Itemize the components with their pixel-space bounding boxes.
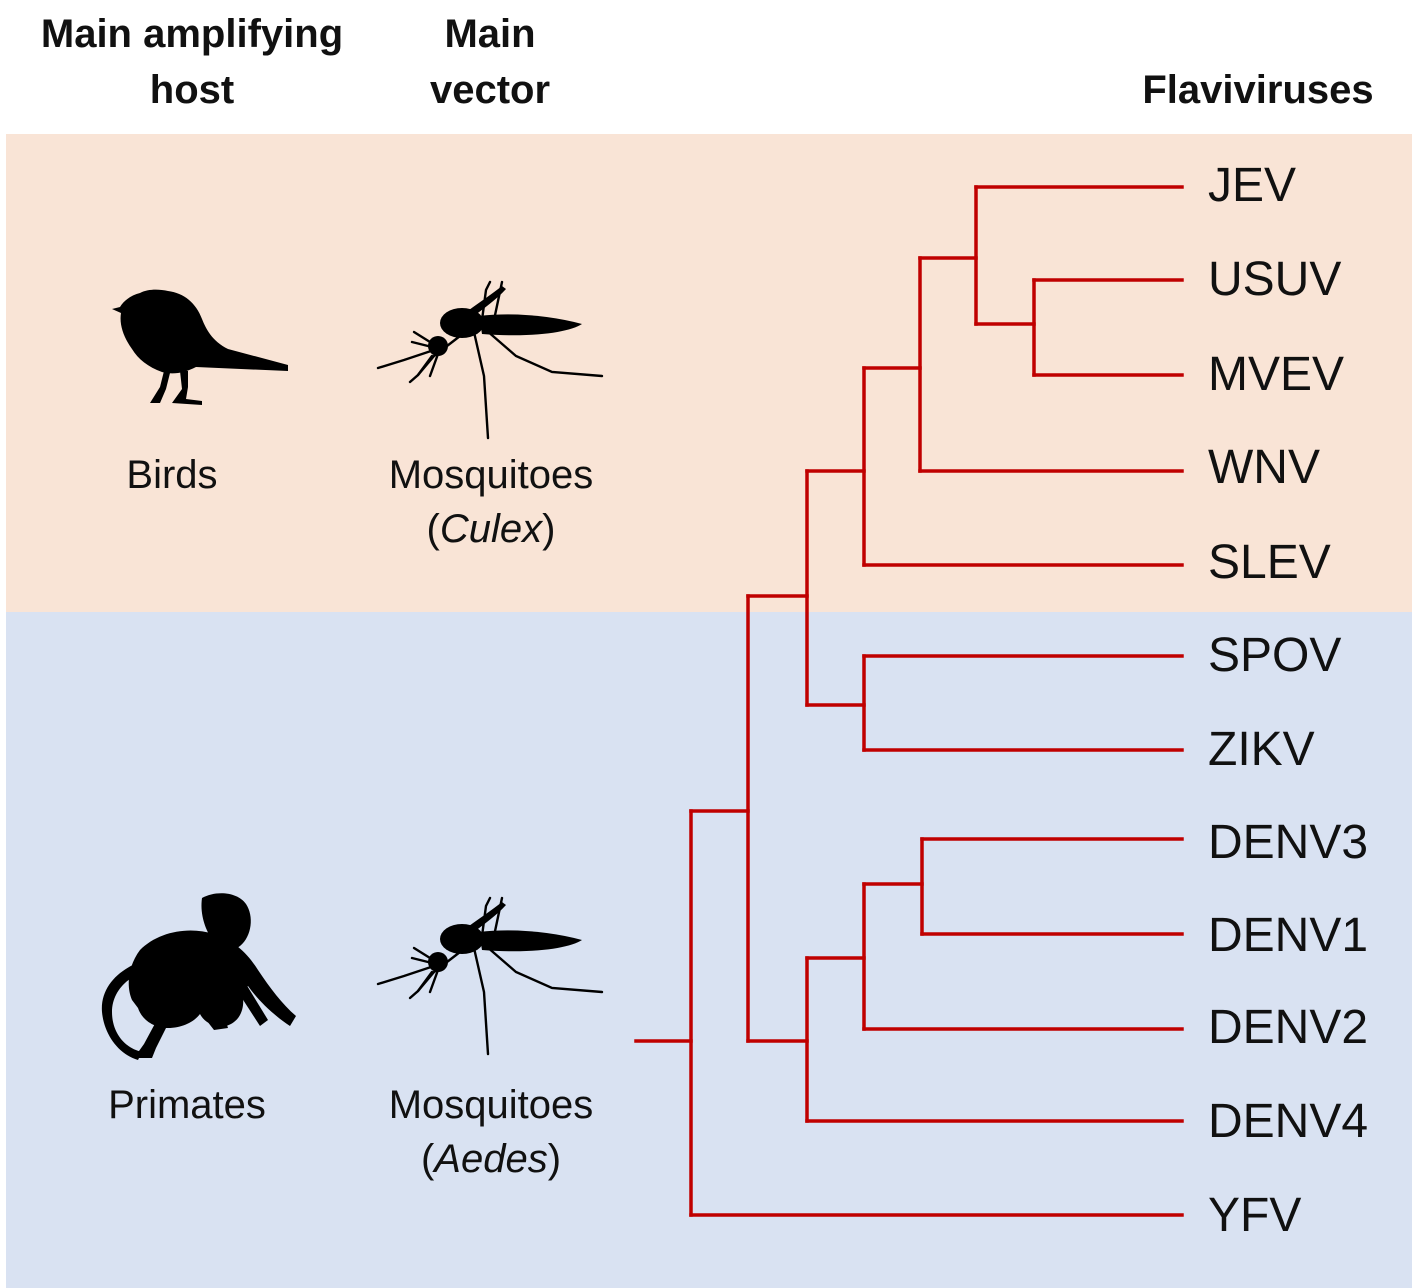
host-label-birds: Birds bbox=[126, 453, 218, 497]
culex-group-background bbox=[6, 134, 1412, 612]
vector-genus-aedes: Aedes bbox=[434, 1137, 548, 1181]
tip-label-denv1: DENV1 bbox=[1208, 909, 1369, 962]
mosquito-silhouette-icon bbox=[376, 280, 604, 440]
tip-label-usuv: USUV bbox=[1208, 253, 1342, 306]
vector-column-header: Main vector bbox=[400, 6, 580, 118]
tip-label-slev: SLEV bbox=[1208, 536, 1331, 589]
vector-header-line-1: Main bbox=[444, 12, 536, 56]
vector-header-line-2: vector bbox=[429, 68, 551, 112]
tip-label-wnv: WNV bbox=[1208, 441, 1320, 494]
host-column-header: Main amplifying host bbox=[20, 6, 364, 118]
monkey-silhouette-icon bbox=[101, 893, 296, 1060]
tip-label-zikv: ZIKV bbox=[1208, 723, 1315, 776]
tip-label-denv2: DENV2 bbox=[1208, 1001, 1369, 1054]
tip-label-mvev: MVEV bbox=[1208, 348, 1345, 401]
tip-label-spov: SPOV bbox=[1208, 629, 1342, 682]
tip-label-denv4: DENV4 bbox=[1208, 1095, 1369, 1148]
vector-label-aedes: Mosquitoes (Aedes) bbox=[388, 1083, 594, 1181]
vector-label-culex: Mosquitoes (Culex) bbox=[388, 453, 594, 551]
host-label-primates: Primates bbox=[108, 1083, 266, 1127]
flaviviruses-header: Flaviviruses bbox=[1142, 68, 1374, 112]
tip-label-yfv: YFV bbox=[1208, 1189, 1302, 1242]
host-header-line-2: host bbox=[149, 68, 235, 112]
bird-silhouette-icon bbox=[112, 289, 288, 405]
host-header-line-1: Main amplifying bbox=[40, 12, 344, 56]
tip-label-denv3: DENV3 bbox=[1208, 816, 1369, 869]
vector-genus-culex: Culex bbox=[439, 507, 543, 551]
mosquito-silhouette-icon bbox=[376, 896, 604, 1056]
tip-label-jev: JEV bbox=[1208, 159, 1297, 212]
